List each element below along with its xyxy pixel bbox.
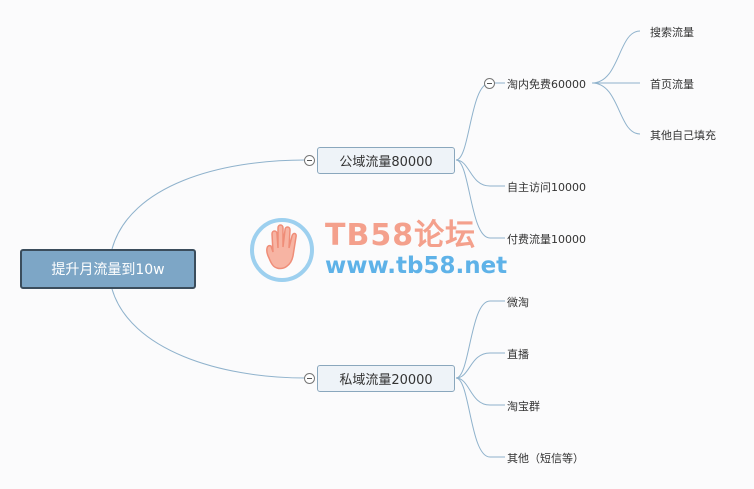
watermark-title: TB58论坛 [325,218,477,253]
node-taonei-free[interactable]: 淘内免费60000 [507,76,586,92]
node-label: 微淘 [507,296,529,309]
branch-label: 私域流量20000 [339,373,433,388]
node-label: 淘宝群 [507,400,540,413]
node-label: 其他自己填充 [650,129,716,142]
branch-node-private[interactable]: 私域流量20000 [317,365,455,392]
node-label: 直播 [507,348,529,361]
collapse-toggle-private[interactable] [304,373,315,384]
node-other-fill[interactable]: 其他自己填充 [650,127,716,143]
branch-node-public[interactable]: 公域流量80000 [317,147,455,174]
node-label: 首页流量 [650,78,694,91]
node-search-traffic[interactable]: 搜索流量 [650,24,694,40]
node-label: 淘内免费60000 [507,78,586,91]
watermark-url: www.tb58.net [325,253,508,279]
node-other-sms[interactable]: 其他（短信等） [507,450,584,466]
hand-logo-icon [250,218,314,282]
node-paid-traffic[interactable]: 付费流量10000 [507,231,586,247]
node-live[interactable]: 直播 [507,346,529,362]
node-label: 搜索流量 [650,26,694,39]
node-homepage-traffic[interactable]: 首页流量 [650,76,694,92]
node-label: 其他（短信等） [507,452,584,465]
node-label: 自主访问10000 [507,181,586,194]
collapse-toggle-public[interactable] [304,155,315,166]
root-node[interactable]: 提升月流量到10w [20,249,196,289]
collapse-toggle-taonei[interactable] [484,78,495,89]
branch-label: 公域流量80000 [339,155,433,170]
root-label: 提升月流量到10w [51,262,165,278]
node-direct-visit[interactable]: 自主访问10000 [507,179,586,195]
node-taobao-group[interactable]: 淘宝群 [507,398,540,414]
node-label: 付费流量10000 [507,233,586,246]
node-weitao[interactable]: 微淘 [507,294,529,310]
